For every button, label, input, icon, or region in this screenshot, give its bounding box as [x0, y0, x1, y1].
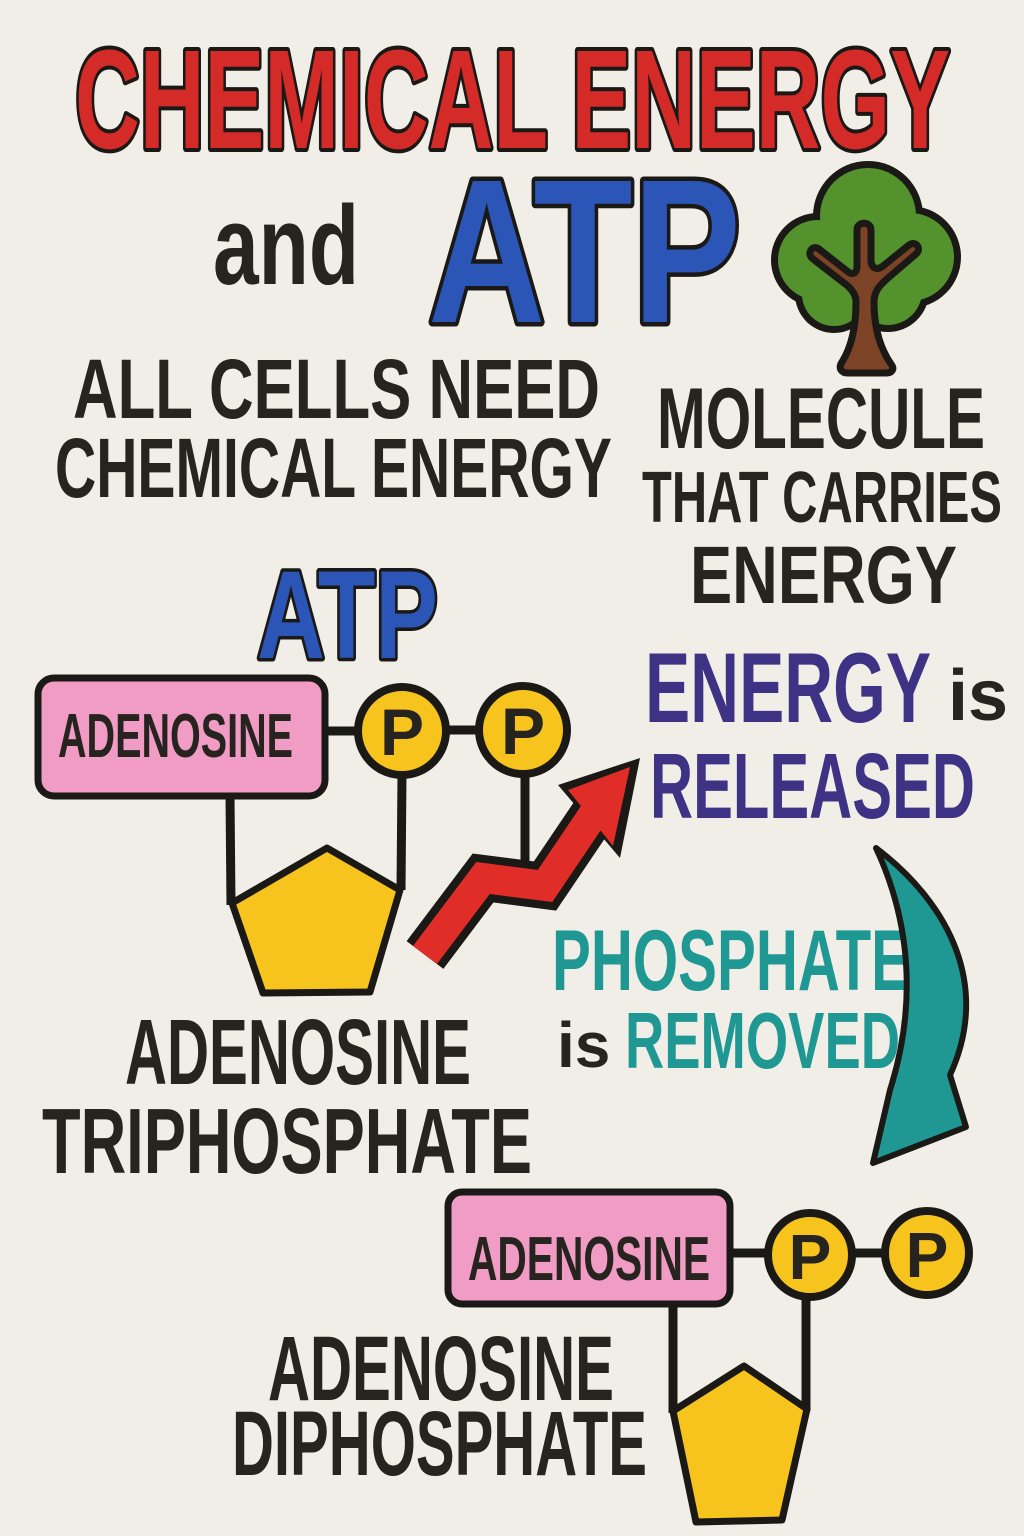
growth-arrow-icon	[406, 758, 640, 969]
ribose-pentagon	[228, 844, 404, 997]
phosphate-letter: P	[789, 1221, 832, 1293]
tree-trunk	[806, 219, 922, 377]
fact-left-line1: ALL CELLS NEED	[73, 342, 600, 436]
phosphate-circle	[475, 682, 571, 778]
atp-wordmark: ATP	[428, 137, 741, 366]
atp-adenosine-label: ADENOSINE	[58, 702, 293, 771]
energy-released-word2: is	[948, 656, 1008, 736]
phosphate-letter: P	[906, 1219, 949, 1291]
adp-adenosine-box	[444, 1188, 734, 1308]
phosphate-circle	[881, 1207, 973, 1299]
ribose-pentagon	[669, 1362, 811, 1526]
phosphate-letter: P	[380, 695, 424, 769]
adp-adenosine-label: ADENOSINE	[468, 1225, 710, 1294]
adp-caption-line2: DIPHOSPHATE	[232, 1393, 647, 1495]
fact-right-line3: ENERGY	[690, 530, 957, 621]
curved-removal-arrow-icon	[870, 845, 970, 1166]
atp-heading: ATP	[257, 546, 438, 685]
energy-released-word1: ENERGY	[645, 632, 931, 743]
bond-line	[396, 773, 407, 891]
atp-caption-line2: TRIPHOSPHATE	[42, 1089, 532, 1193]
phosphate-removed-word3: REMOVED	[625, 996, 900, 1085]
fact-right-line2: THAT CARRIES	[642, 458, 1002, 538]
phosphate-removed-word2: is	[557, 1009, 610, 1081]
fact-left-line2: CHEMICAL ENERGY	[55, 421, 612, 515]
energy-released-word3: RELEASED	[650, 734, 975, 838]
phosphate-removed-word1: PHOSPHATE	[552, 913, 910, 1009]
phosphate-letter: P	[501, 694, 545, 768]
bond-line	[225, 794, 236, 906]
poster-title: CHEMICAL ENERGY	[75, 20, 950, 178]
phosphate-circle	[764, 1209, 856, 1301]
atp-adenosine-box	[34, 674, 329, 800]
phosphate-circle	[354, 683, 450, 779]
fact-right-line1: MOLECULE	[657, 371, 985, 467]
atp-caption-line1: ADENOSINE	[125, 1000, 471, 1104]
tree-icon	[771, 161, 961, 377]
connector-word: and	[213, 183, 359, 308]
adp-caption-line1: ADENOSINE	[268, 1318, 614, 1420]
